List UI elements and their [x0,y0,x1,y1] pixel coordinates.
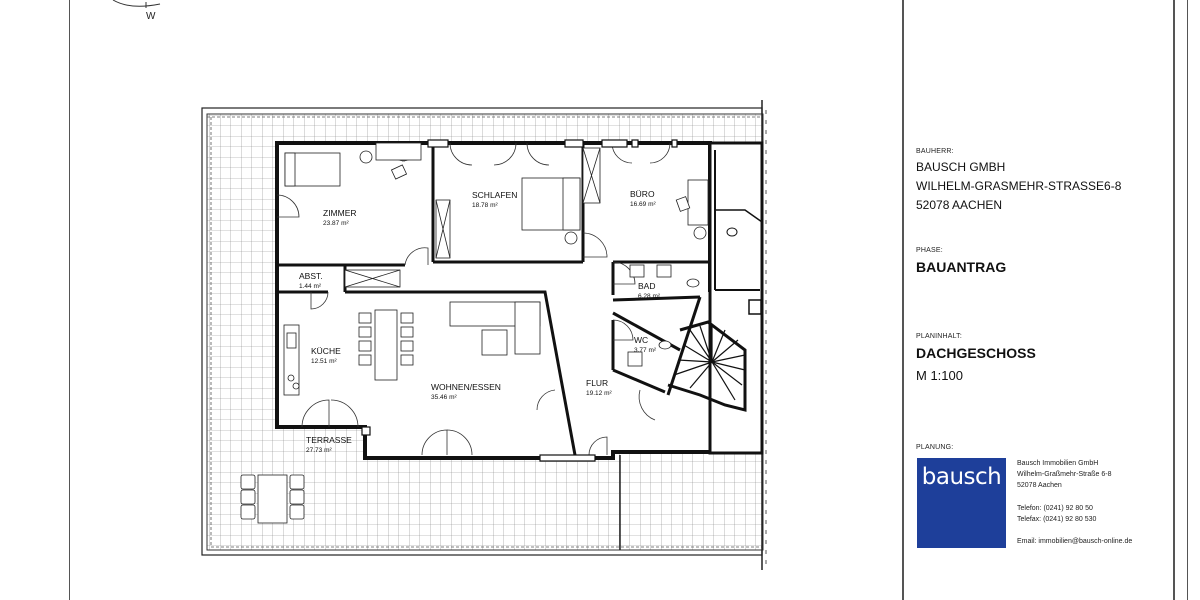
scale-value: M 1:100 [916,368,963,383]
room-name-bad: BAD [638,281,655,291]
room-area-wohnen-essen: 35.46 m² [431,394,457,401]
room-name-terrasse: TERRASSE [306,435,352,445]
staircase [667,320,747,412]
client-name: BAUSCH GMBH [916,160,1006,174]
room-labels: ZIMMER 23.87 m² SCHLAFEN 18.78 m² BÜRO 1… [299,189,661,454]
room-area-kueche: 12.51 m² [311,358,337,365]
company-fax: Telefax: (0241) 92 80 530 [1017,516,1097,523]
compass-icon: W [112,0,161,22]
logo-text: bausch [921,464,1002,490]
planning-label: PLANUNG: [916,444,954,451]
title-block-border-right [1173,0,1175,600]
room-name-schlafen: SCHLAFEN [472,190,517,200]
room-name-buero: BÜRO [630,189,655,199]
sheet-border-left [69,0,70,600]
room-name-abst: ABST. [299,271,323,281]
client-city: 52078 AACHEN [916,198,1003,212]
floor-plan-drawing: W [112,0,767,570]
room-area-flur: 19.12 m² [586,390,612,397]
room-area-wc: 3.77 m² [634,347,657,354]
sheet-border-right [1187,0,1188,600]
room-name-wohnen-essen: WOHNEN/ESSEN [431,382,501,392]
top-windows [361,139,678,462]
room-name-zimmer: ZIMMER [323,208,357,218]
company-name: Bausch Immobilien GmbH [1017,460,1099,467]
content-label: PLANINHALT: [916,333,963,340]
company-phone: Telefon: (0241) 92 80 50 [1017,505,1093,512]
room-area-terrasse: 27.73 m² [306,447,332,454]
title-block-border-left [902,0,904,600]
room-name-kueche: KÜCHE [311,346,341,356]
interior-walls [277,143,710,456]
phase-value: BAUANTRAG [916,259,1007,275]
room-area-abst: 1.44 m² [299,283,322,290]
room-area-schlafen: 18.78 m² [472,202,498,209]
company-city: 52078 Aachen [1017,482,1062,489]
company-email[interactable]: Email: immobilien@bausch-online.de [1017,538,1133,545]
client-street: WILHELM-GRASMEHR-STRASSE6-8 [916,179,1122,193]
phase-label: PHASE: [916,247,943,254]
room-area-bad: 6.28 m² [638,293,661,300]
content-value: DACHGESCHOSS [916,345,1036,361]
furniture [240,142,709,524]
compass-direction-label: W [146,11,156,22]
bausch-logo: bausch [917,458,1006,548]
client-label: BAUHERR: [916,148,954,155]
company-street: Wilhelm-Graßmehr-Straße 6-8 [1017,471,1112,478]
room-name-wc: WC [634,335,648,345]
room-area-buero: 16.69 m² [630,201,656,208]
room-name-flur: FLUR [586,378,608,388]
room-area-zimmer: 23.87 m² [323,220,349,227]
